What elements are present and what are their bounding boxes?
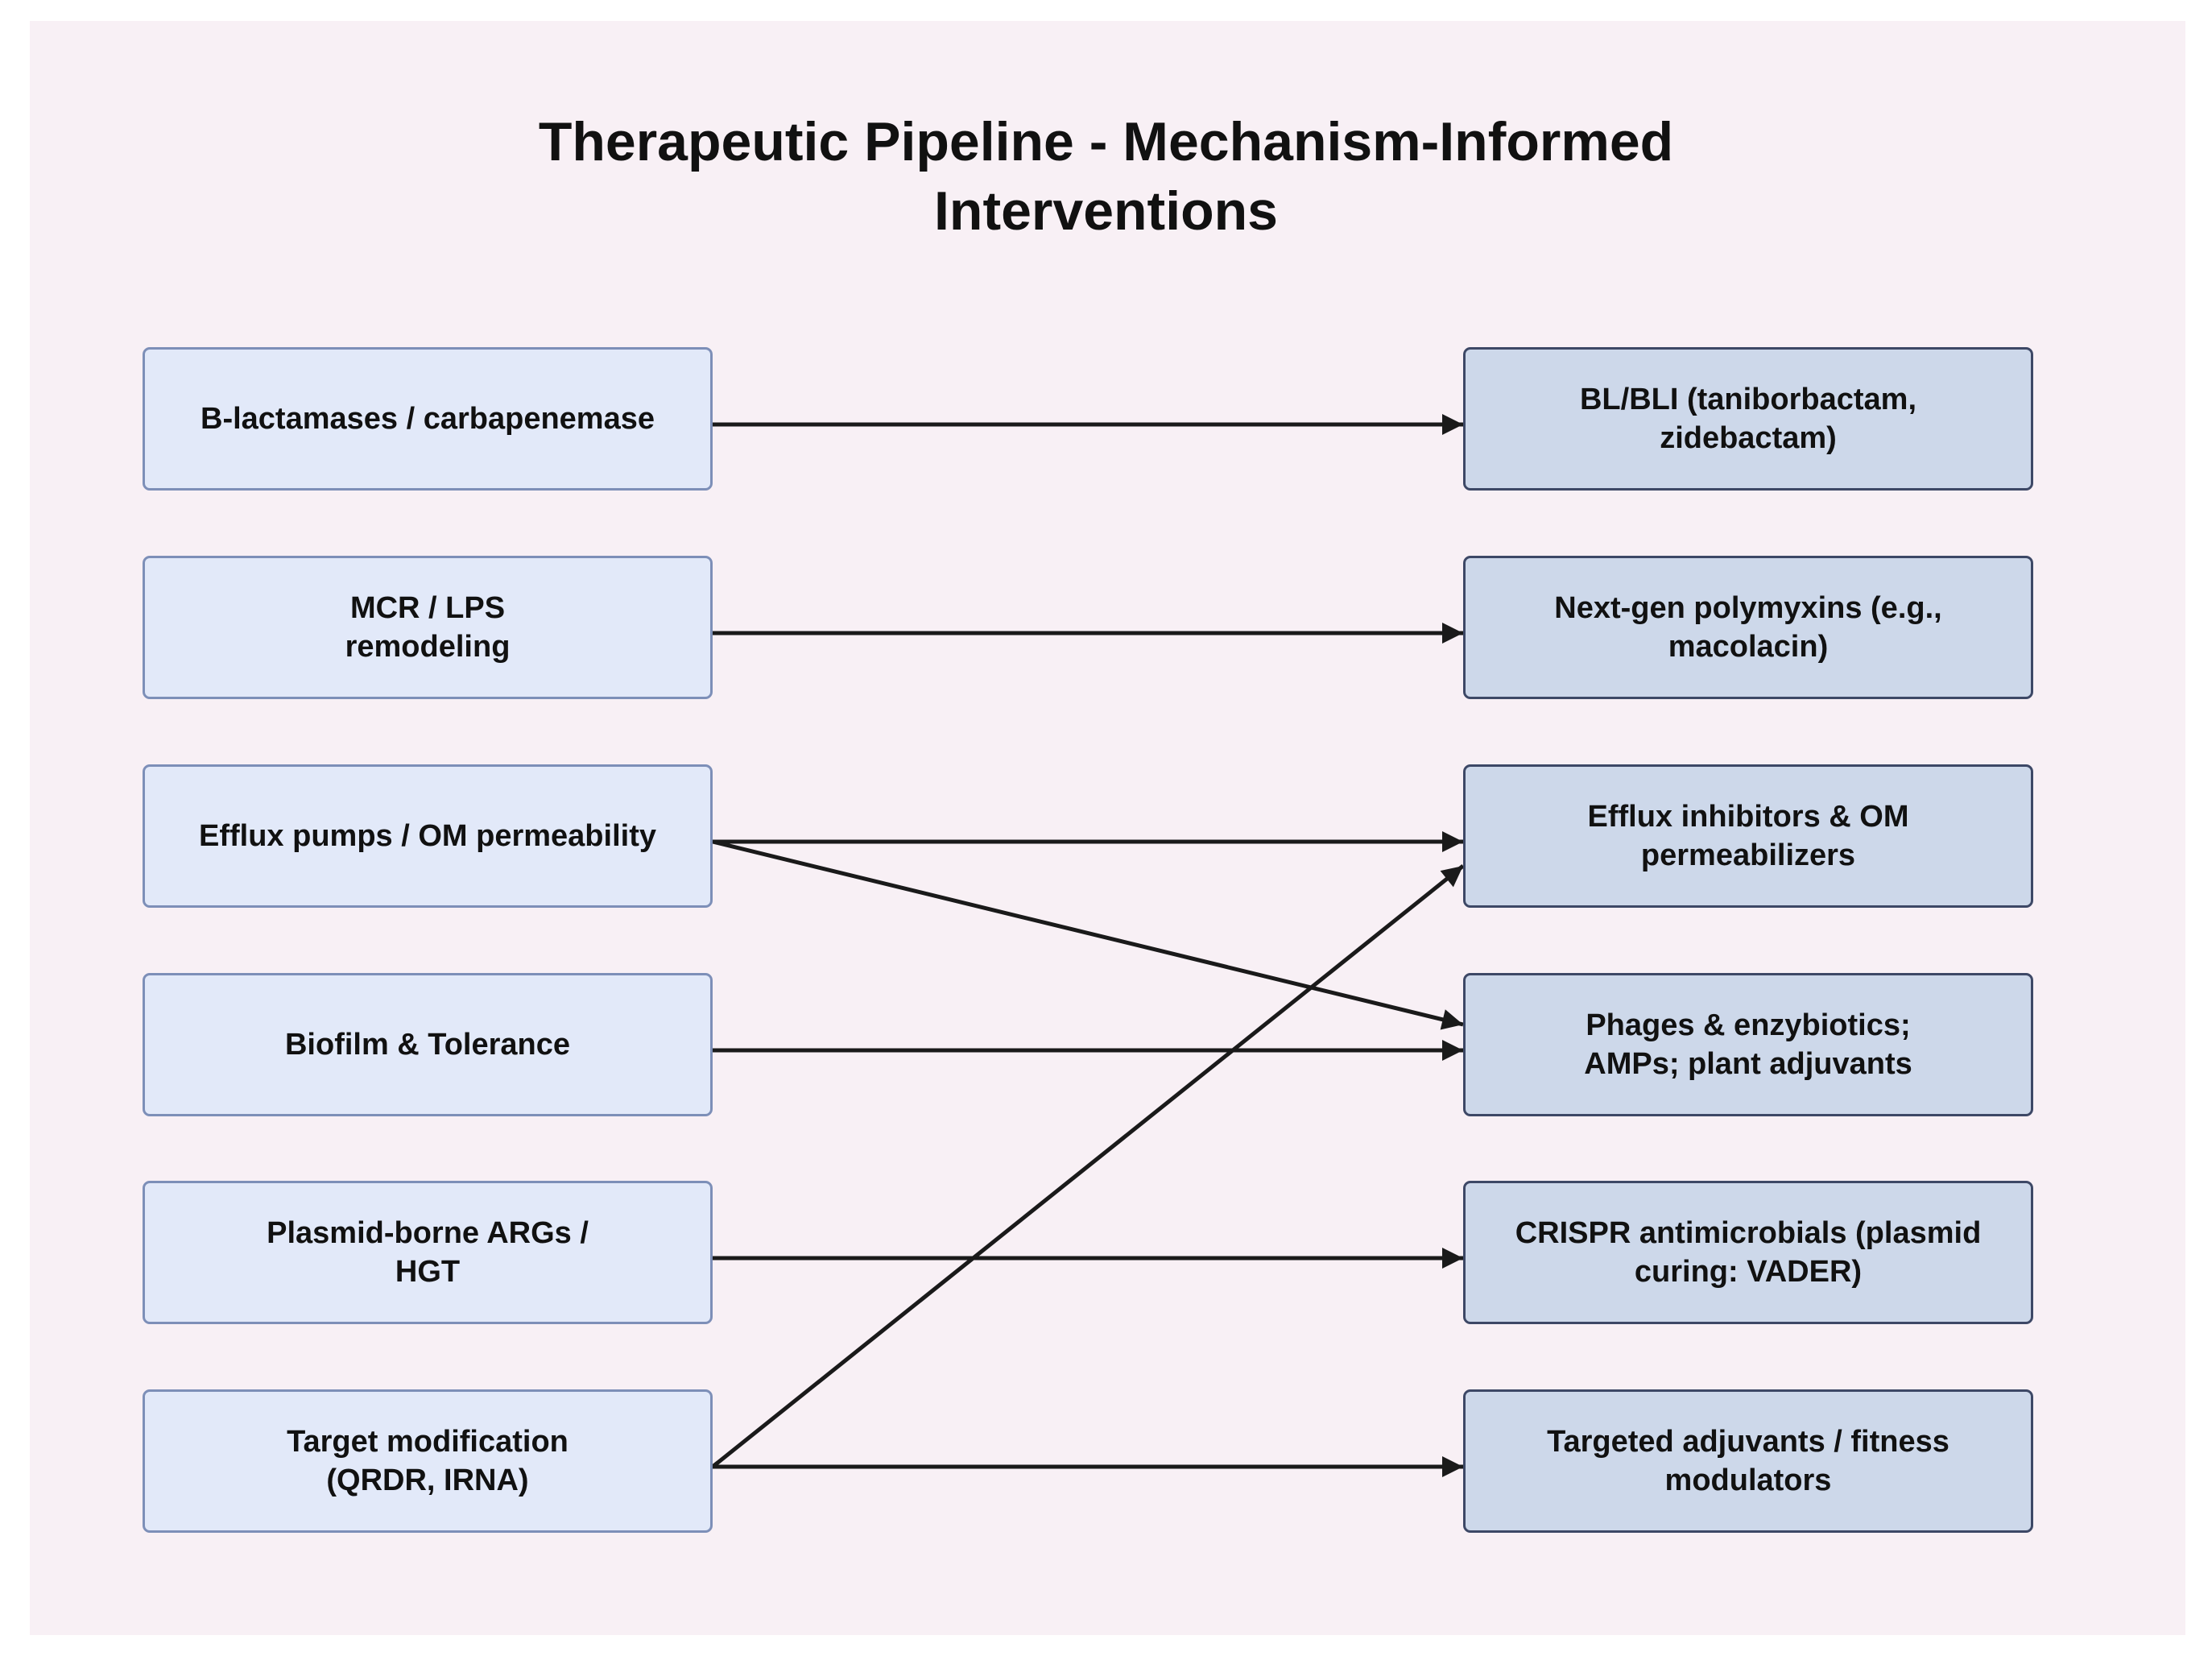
node-label-line: Phages & enzybiotics; bbox=[1586, 1008, 1911, 1042]
node-label-line: zidebactam) bbox=[1660, 421, 1837, 455]
node-label-line: Plasmid-borne ARGs / bbox=[267, 1216, 589, 1250]
title-line: Therapeutic Pipeline - Mechanism-Informe… bbox=[538, 111, 1674, 172]
node-mechanism-m5: Plasmid-borne ARGs / HGT bbox=[143, 1181, 713, 1324]
node-mechanism-m4: Biofilm & Tolerance bbox=[143, 973, 713, 1116]
node-intervention-i6: Targeted adjuvants / fitness modulators bbox=[1463, 1389, 2033, 1533]
node-label-line: curing: VADER) bbox=[1634, 1255, 1863, 1289]
node-mechanism-m2: MCR / LPS remodeling bbox=[143, 556, 713, 699]
node-label-line: Target modification bbox=[287, 1425, 569, 1459]
node-intervention-i4: Phages & enzybiotics; AMPs; plant adjuva… bbox=[1463, 973, 2033, 1116]
node-label-line: MCR / LPS bbox=[349, 591, 506, 625]
node-label-line: HGT bbox=[395, 1255, 461, 1289]
node-label-line: AMPs; plant adjuvants bbox=[1584, 1047, 1912, 1081]
node-label-line: B-lactamases / carbapenemase bbox=[201, 402, 655, 436]
edge-m6-i3 bbox=[711, 864, 1465, 1468]
node-label-line: Efflux pumps / OM permeability bbox=[199, 819, 656, 853]
node-label-line: permeabilizers bbox=[1640, 838, 1856, 872]
node-mechanism-m3: Efflux pumps / OM permeability bbox=[143, 764, 713, 908]
node-label-line: Next-gen polymyxins (e.g., bbox=[1554, 591, 1942, 625]
node-intervention-i5: CRISPR antimicrobials (plasmid curing: V… bbox=[1463, 1181, 2033, 1324]
node-mechanism-m6: Target modification (QRDR, IRNA) bbox=[143, 1389, 713, 1533]
edge-m3-i4 bbox=[712, 839, 1464, 1030]
node-label-line: macolacin) bbox=[1668, 630, 1829, 664]
node-label-line: BL/BLI (taniborbactam, bbox=[1579, 383, 1917, 416]
node-label-line: CRISPR antimicrobials (plasmid bbox=[1515, 1216, 1982, 1250]
node-label-line: modulators bbox=[1664, 1463, 1832, 1497]
node-intervention-i1: BL/BLI (taniborbactam, zidebactam) bbox=[1463, 347, 2033, 491]
node-mechanism-m1: B-lactamases / carbapenemase bbox=[143, 347, 713, 491]
node-label-line: (QRDR, IRNA) bbox=[326, 1463, 529, 1497]
title-line: Interventions bbox=[934, 180, 1278, 242]
node-intervention-i3: Efflux inhibitors & OM permeabilizers bbox=[1463, 764, 2033, 908]
node-label-line: Biofilm & Tolerance bbox=[284, 1028, 571, 1062]
node-label-line: Targeted adjuvants / fitness bbox=[1547, 1425, 1949, 1459]
node-intervention-i2: Next-gen polymyxins (e.g., macolacin) bbox=[1463, 556, 2033, 699]
node-label-line: remodeling bbox=[345, 630, 511, 664]
node-label-line: Efflux inhibitors & OM bbox=[1587, 800, 1909, 834]
